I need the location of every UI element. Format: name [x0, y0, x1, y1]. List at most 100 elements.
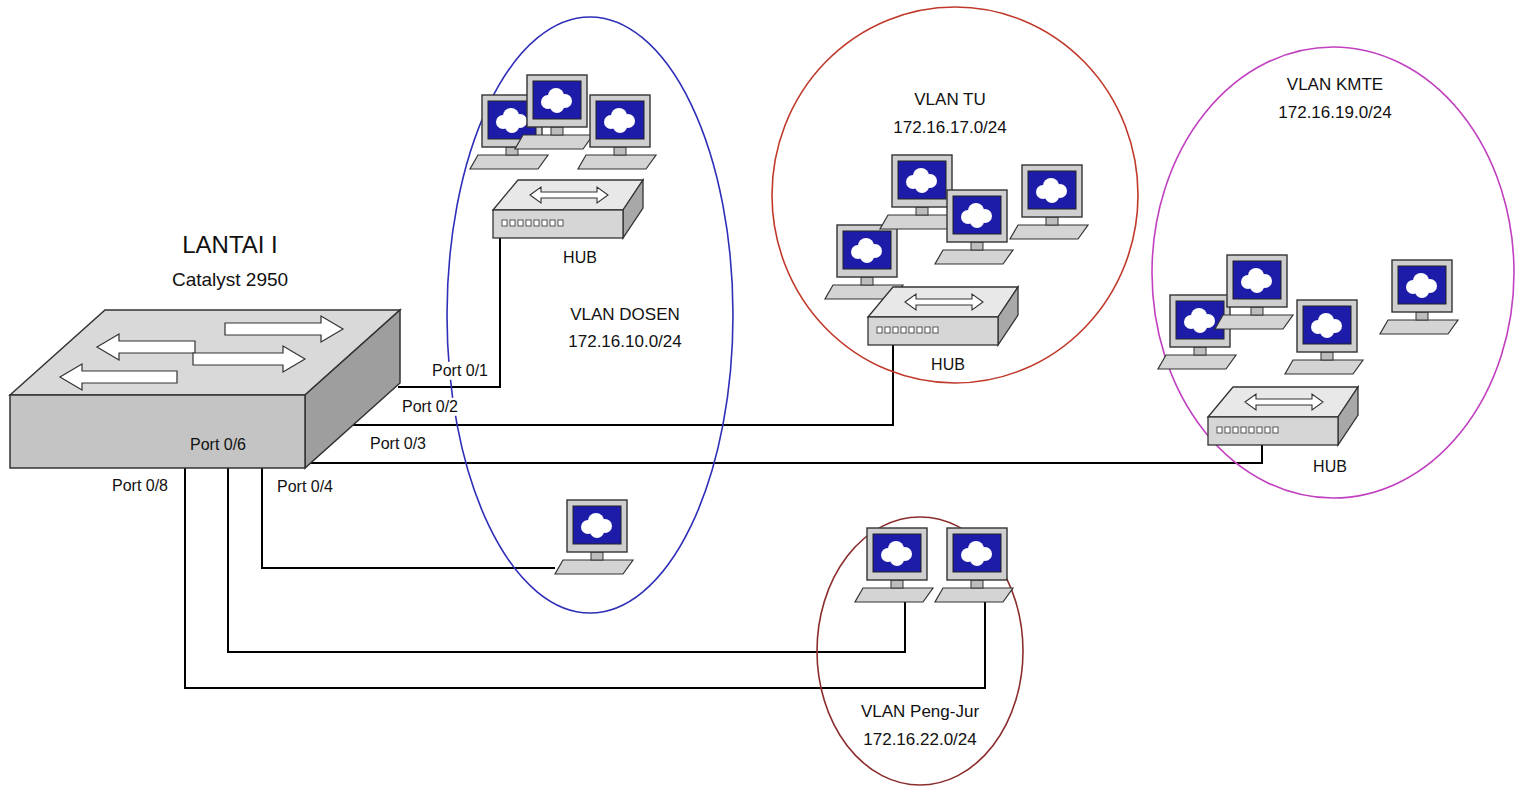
- pc-cloud: [1415, 284, 1429, 298]
- hub-top: [868, 287, 1018, 317]
- pc-screen: [1233, 261, 1281, 299]
- pc-icon: [825, 225, 903, 299]
- hub-symbol: [868, 287, 1018, 345]
- pc-neck: [916, 207, 928, 215]
- hub-port: [1249, 427, 1254, 433]
- node-title: VLAN Peng-Jur: [861, 702, 979, 722]
- hub-front: [868, 317, 998, 345]
- hub-arrow: [530, 187, 608, 203]
- port-label: Port 0/2: [400, 398, 460, 416]
- pc-cloud: [1193, 319, 1207, 333]
- port-label: Port 0/8: [110, 477, 170, 495]
- vlan-ellipse: [817, 517, 1023, 785]
- pc-icon: [555, 500, 633, 574]
- hub-port: [518, 220, 523, 226]
- node-title: HUB: [1313, 458, 1347, 476]
- hub-port: [1273, 427, 1278, 433]
- network-cable: [262, 468, 555, 568]
- hub-port: [901, 327, 906, 333]
- pc-keyboard: [1158, 355, 1236, 369]
- vlan-region: VLAN Peng-Jur172.16.22.0/24: [815, 515, 1025, 787]
- pc-screen: [533, 81, 581, 119]
- hub-arrow: [905, 294, 983, 310]
- pc-cloud: [860, 249, 874, 263]
- port-label: Port 0/3: [368, 435, 428, 453]
- pc-keyboard: [855, 588, 933, 602]
- network-cable: [228, 468, 905, 652]
- network-cable: [310, 445, 1262, 463]
- pc-neck: [1251, 307, 1263, 315]
- pc-keyboard: [880, 215, 958, 229]
- pc-monitor: [947, 190, 1007, 242]
- hub-node: HUB: [863, 285, 1023, 377]
- pc-neck: [1416, 312, 1428, 320]
- pc-neck: [1046, 217, 1058, 225]
- hub-port: [893, 327, 898, 333]
- pc-cloud: [590, 524, 604, 538]
- pc-screen: [1303, 306, 1351, 344]
- hub-front: [493, 210, 623, 238]
- hub-side: [623, 180, 643, 238]
- hub-port: [925, 327, 930, 333]
- pc-monitor: [1297, 300, 1357, 352]
- pc-monitor: [567, 500, 627, 552]
- node-title: HUB: [931, 356, 965, 374]
- pc-monitor: [1392, 260, 1452, 312]
- node-subtitle: 172.16.10.0/24: [568, 332, 681, 352]
- hub-port: [1265, 427, 1270, 433]
- pc-screen: [953, 534, 1001, 572]
- pc-icon: [1215, 255, 1293, 329]
- hub-port: [510, 220, 515, 226]
- switch-drawing: [5, 225, 405, 475]
- pc-cloud: [1320, 324, 1334, 338]
- pc-neck: [971, 242, 983, 250]
- node-title: VLAN DOSEN: [570, 305, 680, 325]
- pc-icon: [1285, 300, 1363, 374]
- pc-screen: [1176, 301, 1224, 339]
- pc-monitor: [892, 155, 952, 207]
- port-label: Port 0/4: [275, 478, 335, 496]
- hub-port: [558, 220, 563, 226]
- pc-keyboard: [470, 155, 548, 169]
- node-title: VLAN TU: [914, 90, 986, 110]
- hub-node: HUB: [1203, 385, 1363, 477]
- pc-screen: [873, 534, 921, 572]
- hub-port: [933, 327, 938, 333]
- network-cable: [185, 468, 985, 688]
- port-label: Port 0/1: [430, 362, 490, 380]
- vlan-ellipse: [1152, 47, 1514, 498]
- pc-keyboard: [1285, 360, 1363, 374]
- pc-keyboard: [515, 135, 593, 149]
- pc-cloud: [890, 552, 904, 566]
- node-title: LANTAI I: [182, 231, 278, 259]
- pc-cloud: [613, 119, 627, 133]
- pc-monitor: [947, 528, 1007, 580]
- switch-front: [10, 395, 305, 468]
- pc-neck: [614, 147, 626, 155]
- pc-keyboard: [1380, 320, 1458, 334]
- pc-cloud: [550, 99, 564, 113]
- pc-cloud: [970, 214, 984, 228]
- pc-keyboard: [935, 250, 1013, 264]
- hub-symbol: [1208, 387, 1358, 445]
- pc-monitor: [527, 75, 587, 127]
- pc-cloud: [1045, 189, 1059, 203]
- pc-screen: [596, 101, 644, 139]
- hub-port: [550, 220, 555, 226]
- pc-cloud: [915, 179, 929, 193]
- hub-port: [917, 327, 922, 333]
- pc-keyboard: [1215, 315, 1293, 329]
- pc-screen: [898, 161, 946, 199]
- vlan-ellipse: [447, 17, 733, 613]
- hub-port: [1225, 427, 1230, 433]
- node-subtitle: Catalyst 2950: [172, 269, 288, 291]
- pc-icon: [515, 75, 593, 149]
- switch-arrow: [225, 316, 343, 342]
- pc-icon: [1380, 260, 1458, 334]
- pc-screen: [1028, 171, 1076, 209]
- switch-arrow: [97, 334, 195, 360]
- hub-arrow: [1245, 394, 1323, 410]
- hub-port: [909, 327, 914, 333]
